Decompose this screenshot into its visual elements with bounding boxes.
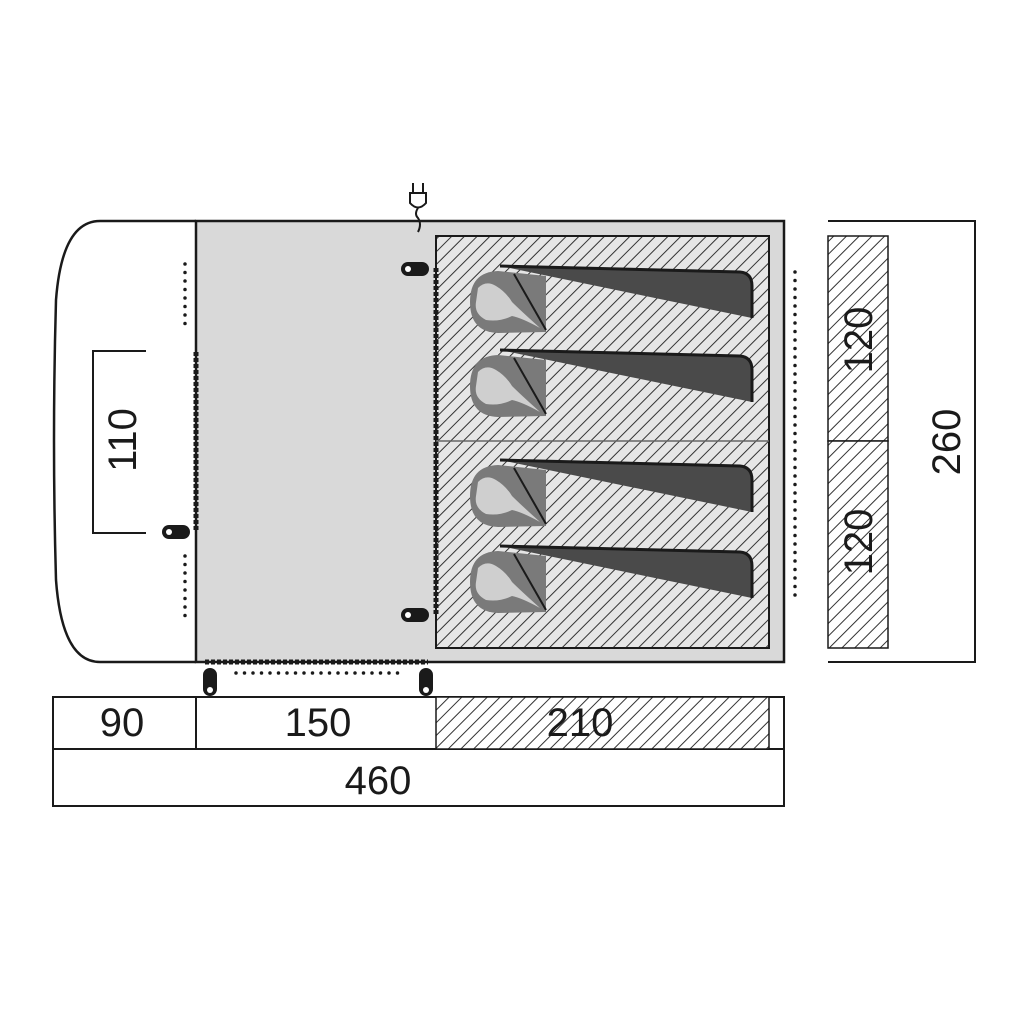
bedroom-depth-bar xyxy=(435,696,770,750)
sleeping-bags xyxy=(470,264,754,613)
bedroom-depth-label: 210 xyxy=(547,701,614,745)
porch-door-width-label: 110 xyxy=(101,408,145,472)
porch-depth-label: 90 xyxy=(100,701,145,745)
bedroom-2-width-bar xyxy=(827,440,889,649)
sleeping-bag-icon xyxy=(470,264,754,333)
porch-door-bracket xyxy=(92,350,146,534)
door-zipper-icon xyxy=(162,262,433,696)
sleeping-bag-icon xyxy=(470,458,754,527)
power-plug-icon xyxy=(409,183,427,233)
sleeping-bag-icon xyxy=(470,544,754,613)
living-depth-label: 150 xyxy=(285,701,352,745)
bedroom-2-width-label: 120 xyxy=(837,509,881,576)
total-width-label: 260 xyxy=(925,409,969,476)
bedroom-1-width-label: 120 xyxy=(837,307,881,374)
total-length-label: 460 xyxy=(345,759,412,803)
length-dimension-box xyxy=(52,696,785,807)
porch-outline xyxy=(52,219,196,664)
sleeping-bag-icon xyxy=(470,348,754,417)
window-dots xyxy=(183,262,797,675)
width-dimension-box xyxy=(828,220,976,663)
